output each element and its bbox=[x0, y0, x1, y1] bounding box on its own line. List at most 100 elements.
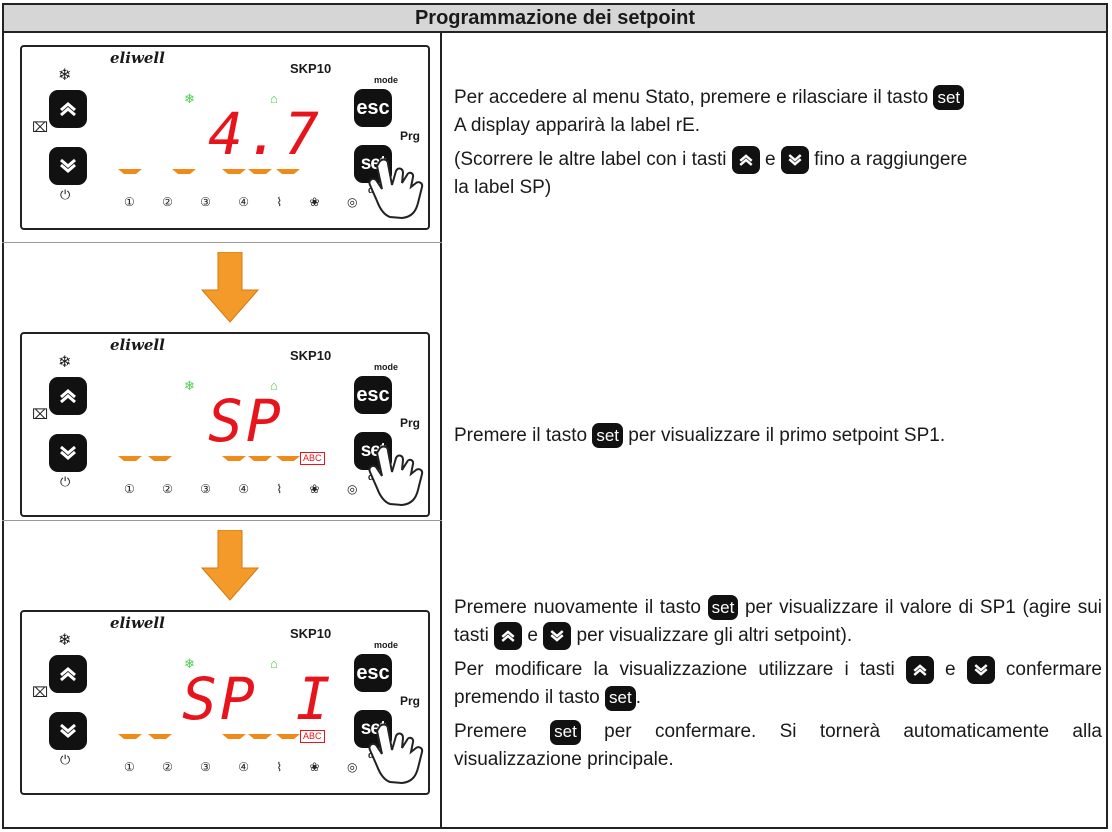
fan-led: ⌂ bbox=[270, 378, 278, 393]
defrost-icon: ❄ bbox=[58, 67, 72, 84]
led-indicator bbox=[222, 456, 246, 461]
brand-logo: eliwell bbox=[110, 336, 165, 354]
up-key-icon bbox=[905, 656, 934, 685]
alarm-mute-icon: ⌧ bbox=[32, 119, 49, 135]
alarm-mute-icon: ⌧ bbox=[32, 406, 49, 422]
status-icons: ① ② ③ ④ ⌇ ❀ ◎ bbox=[124, 195, 370, 209]
model-label: SKP10 bbox=[290, 61, 332, 76]
hand-pointer-icon bbox=[368, 445, 424, 507]
instruction-text: Premere nuovamente il tasto bbox=[454, 597, 708, 618]
compressor-led: ❄ bbox=[184, 378, 195, 393]
led-indicator bbox=[222, 169, 246, 174]
mode-label: mode bbox=[374, 362, 399, 372]
led-indicator bbox=[276, 734, 300, 739]
instruction-text: (Scorrere le altre label con i tasti bbox=[454, 149, 732, 171]
alarm-mute-icon: ⌧ bbox=[32, 684, 49, 700]
instruction-text: e bbox=[933, 659, 967, 681]
prg-label: Prg bbox=[400, 416, 421, 430]
display-value: SP I bbox=[182, 665, 334, 733]
power-icon: ⏻ bbox=[60, 187, 71, 202]
led-row bbox=[118, 169, 318, 175]
instruction-text: Per modificare la visualizzazione utiliz… bbox=[454, 659, 906, 681]
up-button[interactable] bbox=[49, 90, 87, 128]
power-icon: ⏻ bbox=[60, 752, 71, 767]
led-indicator bbox=[222, 734, 246, 739]
double-chevron-down-icon bbox=[60, 445, 76, 460]
up-button[interactable] bbox=[49, 377, 87, 415]
instruction-text: Per accedere al menu Stato, premere e ri… bbox=[454, 87, 934, 108]
set-key-inline: set bbox=[605, 685, 636, 711]
led-indicator bbox=[248, 169, 272, 174]
led-indicator bbox=[148, 734, 172, 739]
compressor-led: ❄ bbox=[184, 656, 195, 671]
mode-label: mode bbox=[374, 640, 399, 650]
instruction-text: per visualizzare gli altri setpoint). bbox=[571, 625, 853, 647]
led-indicator bbox=[148, 456, 172, 461]
down-button[interactable] bbox=[49, 434, 87, 472]
abc-indicator: ABC bbox=[300, 730, 325, 743]
defrost-icon: ❄ bbox=[58, 354, 72, 371]
led-indicator bbox=[118, 169, 142, 174]
led-row bbox=[118, 734, 318, 740]
set-key-inline: set bbox=[707, 595, 739, 621]
step-2-text: Premere il tasto set per visualizzare il… bbox=[454, 422, 1102, 450]
prg-label: Prg bbox=[400, 694, 421, 708]
double-chevron-down-icon bbox=[60, 723, 76, 738]
instruction-text: Premere bbox=[454, 721, 551, 743]
double-chevron-up-icon bbox=[60, 667, 76, 682]
down-key-icon bbox=[780, 146, 809, 174]
led-indicator bbox=[118, 734, 142, 739]
led-indicator bbox=[248, 734, 272, 739]
brand-logo: eliwell bbox=[110, 49, 165, 67]
double-chevron-up-icon bbox=[60, 102, 76, 117]
compressor-led: ❄ bbox=[184, 91, 195, 106]
fan-led: ⌂ bbox=[270, 91, 278, 106]
display-value: 4.7 bbox=[208, 100, 322, 168]
model-label: SKP10 bbox=[290, 626, 332, 641]
led-indicator bbox=[276, 169, 300, 174]
esc-button[interactable]: esc bbox=[354, 376, 392, 414]
up-button[interactable] bbox=[49, 655, 87, 693]
abc-indicator: ABC bbox=[300, 452, 325, 465]
hand-pointer-icon bbox=[368, 723, 424, 785]
power-icon: ⏻ bbox=[60, 474, 71, 489]
set-key-inline: set bbox=[933, 85, 965, 111]
instruction-text: Premere il tasto bbox=[454, 425, 593, 446]
hand-pointer-icon bbox=[368, 158, 424, 220]
brand-logo: eliwell bbox=[110, 614, 165, 632]
set-key-inline: set bbox=[592, 423, 624, 449]
defrost-icon: ❄ bbox=[58, 632, 72, 649]
row-divider bbox=[2, 242, 442, 243]
instruction-text: e bbox=[759, 149, 781, 171]
step-1-text: Per accedere al menu Stato, premere e ri… bbox=[454, 84, 1102, 202]
column-divider bbox=[440, 31, 442, 829]
esc-button[interactable]: esc bbox=[354, 654, 392, 692]
down-arrow-icon bbox=[200, 252, 260, 323]
display-value: SP bbox=[208, 387, 284, 455]
status-icons: ① ② ③ ④ ⌇ ❀ ◎ bbox=[124, 482, 370, 496]
controller-panel: eliwell SKP10 ❄ ⌧ ⏻ ❄ ⌂ SP ABC ① ② ③ ④ ⌇… bbox=[20, 332, 430, 517]
controller-panel: eliwell SKP10 ❄ ⌧ ⏻ ❄ ⌂ SP I ABC ① ② ③ ④… bbox=[20, 610, 430, 795]
status-icons: ① ② ③ ④ ⌇ ❀ ◎ bbox=[124, 760, 370, 774]
mode-label: mode bbox=[374, 75, 399, 85]
led-indicator bbox=[172, 169, 196, 174]
fan-led: ⌂ bbox=[270, 656, 278, 671]
row-divider bbox=[2, 520, 442, 521]
esc-button[interactable]: esc bbox=[354, 89, 392, 127]
led-row bbox=[118, 456, 318, 462]
instruction-text: la label SP) bbox=[454, 177, 552, 199]
up-key-icon bbox=[731, 146, 760, 174]
led-indicator bbox=[276, 456, 300, 461]
instruction-text: per visualizzare il primo setpoint SP1. bbox=[623, 425, 946, 446]
led-indicator bbox=[118, 456, 142, 461]
instruction-text: . bbox=[635, 687, 641, 709]
double-chevron-up-icon bbox=[60, 389, 76, 404]
set-key-inline: set bbox=[550, 719, 581, 745]
down-button[interactable] bbox=[49, 147, 87, 185]
model-label: SKP10 bbox=[290, 348, 332, 363]
down-button[interactable] bbox=[49, 712, 87, 750]
double-chevron-down-icon bbox=[60, 158, 76, 173]
instruction-text: confermare premendo il tasto bbox=[454, 659, 1103, 709]
instruction-text: per confermare. Si tornerà automaticamen… bbox=[454, 721, 1102, 771]
down-key-icon bbox=[966, 656, 995, 685]
